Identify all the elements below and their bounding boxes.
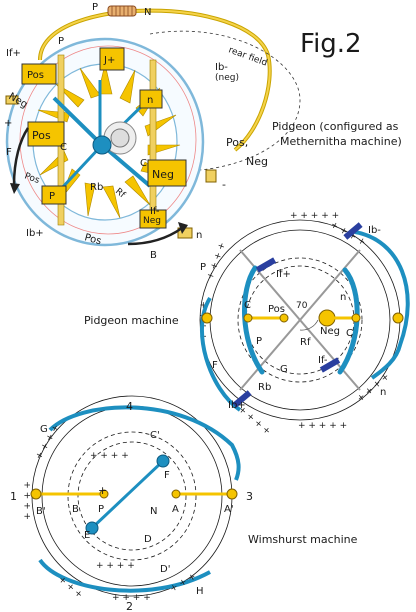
mid-label-neg: Neg (320, 326, 340, 337)
mid-label-c-left: C (244, 300, 251, 311)
svg-text:+ + + +: + + + + (90, 451, 129, 461)
pad-neg-right: Neg (147, 159, 187, 187)
mid-label-f: F (212, 360, 218, 371)
top-label-if-minus: If- (150, 206, 160, 217)
svg-text:+ + + + +: + + + + + (298, 421, 347, 431)
svg-text:Neg: Neg (143, 216, 161, 226)
mid-label-pos: Pos (268, 304, 285, 315)
wim-label-d-prime: D' (160, 564, 170, 575)
svg-text:+ + + +: + + + + (112, 593, 151, 603)
svg-text:Neg: Neg (152, 168, 174, 181)
side-label-pos: Pos, (226, 136, 248, 149)
mid-label-rf: Rf (300, 337, 311, 348)
caption-line-2: Methernitha machine) (280, 135, 402, 148)
pad-j-plus: J+ (99, 47, 125, 71)
wim-label-c-prime: C' (150, 430, 160, 441)
hub-icon (92, 135, 112, 155)
top-label-rb: Rb (90, 182, 103, 193)
figure-title: Fig.2 (300, 29, 362, 59)
rotation-arrow-left-icon (12, 127, 30, 186)
top-label-pos-bottom: Pos (83, 232, 102, 247)
mid-label-if-minus: If- (318, 355, 328, 366)
wim-plus-sign: + (98, 484, 107, 497)
mid-label-c-right: C (346, 328, 353, 339)
wimshurst-machine-name: Wimshurst machine (248, 533, 358, 546)
svg-text:n: n (147, 95, 153, 106)
top-label-rear-field: rear field (227, 45, 269, 68)
wim-label-h: H (196, 586, 204, 597)
top-label-if-plus: If+ (6, 48, 21, 59)
svg-text:+ + + +: + + + + (23, 481, 33, 520)
top-label-n: N (144, 7, 151, 18)
top-label-plus: + (4, 118, 12, 129)
wim-label-3: 3 (246, 490, 253, 503)
mid-label-p-outer: P (200, 262, 206, 273)
wim-label-b-prime: B' (36, 506, 46, 517)
top-label-f: F (6, 147, 12, 158)
side-label-neg: Neg (246, 155, 268, 168)
wim-label-b: B (72, 504, 79, 515)
mid-label-if-plus: If+ (276, 269, 291, 280)
svg-text:Pos: Pos (27, 70, 44, 81)
wim-label-2: 2 (126, 600, 133, 612)
top-label-p2: P (58, 36, 64, 47)
coil-icon (107, 5, 137, 17)
svg-text:J+: J+ (103, 55, 115, 66)
rear-field-bubble (149, 30, 301, 171)
wim-label-4: 4 (126, 400, 133, 413)
wim-label-d: D (144, 534, 152, 545)
svg-text:+ + + + +: + + + + + (290, 211, 339, 221)
svg-text:+ + + +: + + + + (96, 561, 135, 571)
svg-text:+ + + +: + + + + (205, 241, 228, 281)
wim-label-f: F (164, 470, 170, 481)
pad-n-upper: n (139, 89, 163, 109)
mid-label-p-inner: P (256, 336, 262, 347)
wim-label-n: N (150, 506, 157, 517)
mid-label-ib-plus: Ib+ (228, 400, 246, 411)
wim-label-p: P (98, 504, 104, 515)
mid-label-n-inner: n (340, 292, 346, 303)
caption-line-1: Pidgeon (configured as (272, 120, 399, 133)
pad-pos-left: Pos (27, 121, 65, 147)
pad-p-lower: P (41, 185, 67, 205)
wim-label-g: G (40, 424, 48, 435)
svg-text:+ + +: + + + (169, 572, 199, 595)
wim-label-a: A (172, 504, 179, 515)
top-label-p: P (92, 2, 98, 13)
mid-label-n-outer: n (380, 387, 386, 398)
top-label-c-right: C (140, 158, 147, 169)
wim-label-e: E (84, 530, 90, 541)
pidgeon-methernitha-machine: Pos J+ n Pos Neg P Neg (4, 2, 402, 261)
rotation-arrow-bottom-icon (127, 226, 183, 246)
pad-pos-upper: Pos (21, 63, 57, 85)
pad-neg-lower: Neg (139, 209, 167, 229)
mid-label-angle: 70 (296, 301, 308, 311)
top-label-neg-paren: (neg) (215, 73, 239, 83)
top-label-minus: - (222, 178, 226, 191)
wim-label-1: 1 (10, 490, 17, 503)
top-label-ib-minus: Ib- (215, 62, 228, 73)
svg-text:Pos: Pos (32, 129, 51, 142)
svg-text:+ + + +: + + + + (34, 423, 62, 462)
mid-label-rb: Rb (258, 382, 271, 393)
mid-label-g: G (280, 364, 288, 375)
top-label-c-left: C (60, 142, 67, 153)
wimshurst-machine: + + + + + + + + + + + + + + + + + + + + … (10, 395, 358, 612)
top-label-b: B (150, 250, 157, 261)
top-label-ib-plus: Ib+ (26, 228, 44, 239)
pidgeon-machine-name: Pidgeon machine (84, 314, 179, 327)
top-label-n-lower: n (196, 230, 202, 241)
wim-label-a-prime: A' (224, 504, 234, 515)
svg-text:P: P (49, 191, 55, 202)
mid-label-ib-minus: Ib- (368, 225, 381, 236)
